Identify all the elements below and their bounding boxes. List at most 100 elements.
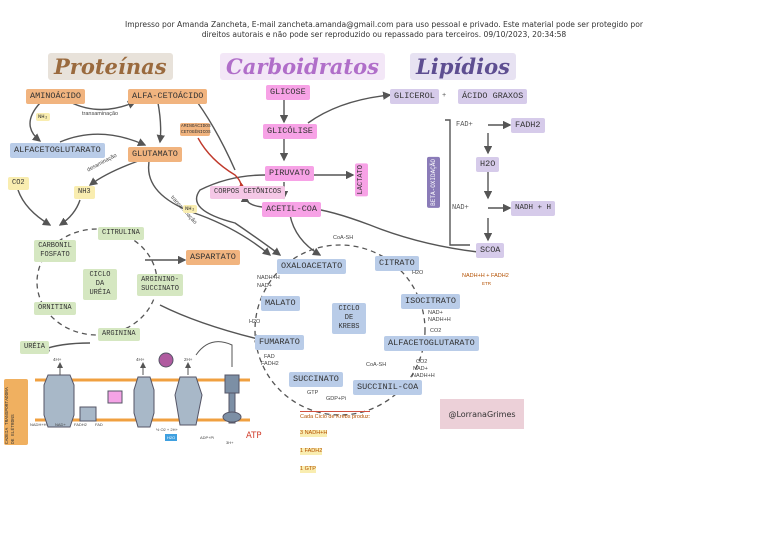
- label-etc-nadh: NADH+H: [30, 422, 47, 427]
- node-ornitina: ORNITINA: [34, 302, 76, 315]
- krebs-summary-item: 1 GTP: [300, 466, 316, 473]
- node-scoa: SCOA: [476, 243, 505, 258]
- node-glicerol: GLICEROL: [390, 89, 439, 104]
- arrow: [307, 91, 392, 124]
- complex-4: [174, 376, 203, 426]
- node-acetil-coa: ACETIL-COA: [262, 202, 322, 217]
- label-etc-2h: 2H+: [184, 357, 193, 362]
- arrow: [156, 102, 165, 144]
- label-ciclo-da-ureia: CICLO DA URÉIA: [83, 269, 117, 300]
- label-atp: ATP: [246, 431, 262, 441]
- node-aspartato: ASPARTATO: [186, 250, 240, 265]
- etc-diagram: [35, 341, 250, 428]
- label-beta-oxidacao: BETA-OXIDAÇÃO: [427, 157, 440, 208]
- label-gtp: GTP: [307, 390, 319, 396]
- atp-synthase-head: [224, 374, 240, 394]
- label-transaminacao: transaminação: [82, 111, 119, 117]
- arrow: [195, 341, 233, 367]
- label-nad-a: NAD+: [257, 283, 272, 289]
- label-etr: ETR: [482, 281, 491, 286]
- node-aminoacidos-cetogenicos: AMINOÁCIDOS CETOGÊNICOS: [180, 123, 211, 136]
- krebs-summary-title: Cada Ciclo de Krebs produz:: [300, 414, 371, 420]
- node-alfacetoglutarato: ALFACETOGLUTARATO: [10, 143, 105, 158]
- label-etc-o2: ½ O2 + 2H+: [156, 427, 178, 432]
- metabolism-diagram: Proteínas Carboidratos Lipídios AMINOÁCI…: [0, 45, 556, 473]
- arrow: [17, 189, 52, 226]
- node-arginina: ARGININA: [98, 328, 140, 341]
- label-h2o-a: H2O: [412, 270, 424, 276]
- node-arginino-succinato: ARGININO-SUCCINATO: [137, 274, 183, 296]
- node-h2o: H2O: [476, 157, 500, 172]
- label-nh2-small: NH₂: [36, 113, 50, 121]
- label-etc-h2o: H2O: [165, 434, 178, 441]
- label-gdp: GDP+Pi: [326, 396, 347, 402]
- label-nad: NAD+: [452, 204, 469, 212]
- arrow: [148, 156, 272, 256]
- node-glutamato: GLUTAMATO: [128, 147, 182, 162]
- arrow: [58, 199, 81, 226]
- label-etc-3h: 3H+: [226, 440, 234, 445]
- label-nad-c: NAD+: [413, 366, 428, 372]
- node-nadh: NADH + H: [511, 201, 556, 216]
- arrow: [59, 133, 147, 146]
- label-nadh-a: NADH+H: [257, 275, 280, 281]
- print-notice-line-2: direitos autorais e não pode ser reprodu…: [201, 30, 567, 39]
- node-acidos-graxos: ÁCIDO GRAXOS: [458, 89, 528, 104]
- arrow: [195, 174, 282, 256]
- node-fadh2: FADH2: [511, 118, 545, 133]
- arrows-layer: [17, 91, 512, 428]
- label-fad-c: FAD: [264, 354, 275, 360]
- bracket: [445, 119, 470, 246]
- label-co2-c: CO2: [416, 359, 428, 365]
- node-alfa-cetoacido: ALFA-CETOÁCIDO: [128, 89, 208, 104]
- node-lactato: LACTATO: [355, 163, 368, 197]
- krebs-summary-item: 1 FADH2: [300, 448, 323, 455]
- title-lipidios: Lipídios: [410, 53, 516, 80]
- complex-2: [79, 406, 97, 422]
- node-nh3: NH3: [74, 186, 95, 199]
- label-etc-adp: ADP+Pi: [200, 435, 215, 440]
- node-citrulina: CITRULINA: [98, 227, 144, 240]
- label-nadh-b: NADH+H: [428, 317, 451, 323]
- signature-badge: @LorranaGrimes: [440, 399, 524, 429]
- label-nadh-c: NADH+H: [412, 373, 435, 379]
- label-fadh2-c: FADH2: [261, 361, 279, 367]
- label-ciclo-de-krebs: CICLO DE KREBS: [332, 303, 366, 334]
- node-ureia: URÉIA: [20, 341, 50, 354]
- node-corpos-cetonicos: CORPOS CETÔNICOS: [210, 186, 286, 199]
- krebs-summary-item: 3 NADH+H: [300, 430, 328, 437]
- node-carbonil-fosfato: CARBONIL FOSFATO: [34, 240, 76, 262]
- node-fumarato: FUMARATO: [255, 335, 304, 350]
- title-carboidratos: Carboidratos: [220, 53, 385, 80]
- node-aminoacido: AMINOÁCIDO: [26, 89, 86, 104]
- node-glicolise: GLICÓLISE: [263, 124, 317, 139]
- arrow: [40, 342, 91, 352]
- node-succinato: SUCCINATO: [289, 372, 343, 387]
- arrow: [289, 214, 322, 256]
- coenzyme-q: [107, 390, 123, 404]
- label-nh2-arrow: NH₂: [183, 205, 197, 213]
- krebs-cycle-ring: [254, 244, 426, 416]
- node-oxaloacetato: OXALOACETATO: [277, 259, 347, 274]
- arrow: [69, 100, 137, 111]
- cytochrome-c: [158, 352, 174, 368]
- krebs-summary: Cada Ciclo de Krebs produz: 3 NADH+H 1 F…: [300, 411, 371, 475]
- node-malato: MALATO: [261, 296, 300, 311]
- arrow: [29, 102, 42, 142]
- label-lipid-yield: NADH+H + FADH2: [462, 273, 509, 279]
- label-etc-4h-1: 4H+: [53, 357, 62, 362]
- label-etc-fad: FAD: [95, 422, 103, 427]
- title-proteinas: Proteínas: [48, 53, 173, 80]
- print-notice-line-1: Impresso por Amanda Zancheta, E-mail zan…: [125, 20, 643, 29]
- label-coash: CoA-SH: [333, 235, 354, 241]
- label-nad-b: NAD+: [428, 310, 443, 316]
- label-plus: +: [442, 92, 447, 100]
- label-co2-b: CO2: [430, 328, 442, 334]
- label-coash-b: CoA-SH: [366, 362, 387, 368]
- arrow: [159, 304, 264, 343]
- node-succinil-coa: SUCCINIL-COA: [353, 380, 423, 395]
- atp-synthase-base: [222, 411, 242, 423]
- node-glicose: GLICOSE: [266, 85, 310, 100]
- label-etc-nad: NAD+: [55, 422, 66, 427]
- arrow: [306, 204, 479, 253]
